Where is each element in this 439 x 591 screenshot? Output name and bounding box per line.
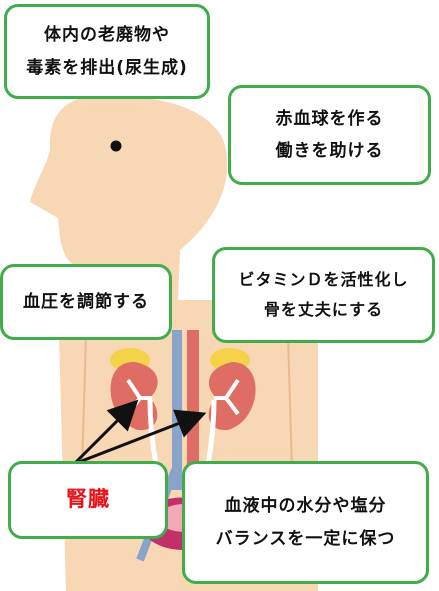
kidney-label: 腎臓 (8, 461, 168, 539)
callout-balance-line2: バランスを一定に保つ (215, 528, 396, 549)
arrow-to-left-kidney (72, 399, 139, 466)
callout-waste-line2: 毒素を排出(尿生成) (26, 57, 188, 78)
callout-vitamin-line1: ビタミンＤを活性化し (238, 269, 409, 289)
callout-pressure-line1: 血圧を調節する (23, 291, 149, 312)
eye (110, 140, 122, 152)
pointer-arrows (72, 399, 207, 466)
head (30, 95, 228, 300)
callout-blood-pressure: 血圧を調節する (0, 264, 172, 340)
callout-blood-line1: 赤血球を作る (275, 108, 384, 129)
callout-vitamin-line2: 骨を丈夫にする (263, 300, 384, 319)
callout-vitamin-d: ビタミンＤを活性化し 骨を丈夫にする (212, 247, 435, 343)
callout-balance-line1: 血液中の水分や塩分 (224, 496, 387, 517)
right-kidney (208, 362, 256, 431)
arrow-to-right-kidney (73, 409, 207, 466)
callout-waste-line1: 体内の老廃物や (44, 25, 170, 46)
callout-fluid-balance: 血液中の水分や塩分 バランスを一定に保つ (182, 461, 429, 584)
kidney-label-text: 腎臓 (66, 487, 110, 512)
kidneys (110, 348, 256, 431)
callout-waste-excretion: 体内の老廃物や 毒素を排出(尿生成) (4, 4, 210, 99)
callout-red-blood-cells: 赤血球を作る 働きを助ける (228, 85, 431, 185)
callout-blood-line2: 働きを助ける (275, 141, 384, 161)
